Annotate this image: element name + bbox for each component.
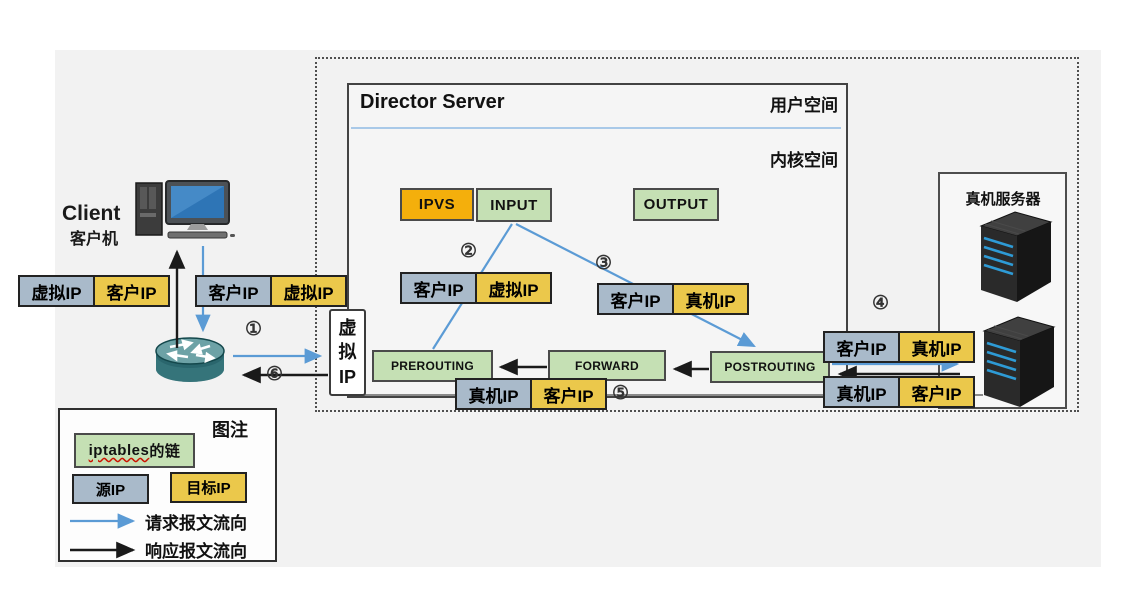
source-ip-cell: 客户IP: [597, 283, 674, 315]
dest-ip-cell: 真机IP: [672, 283, 749, 315]
legend-chain-suffix: 的链: [149, 443, 181, 460]
step-4-marker: ④: [872, 293, 890, 314]
client-computer-icon: [135, 180, 235, 239]
legend-source-ip-box: 源IP: [72, 474, 149, 504]
kernel-space-label: 内核空间: [770, 151, 838, 170]
dest-ip-cell: 真机IP: [898, 331, 975, 363]
packet-label-from-realserver: 真机IP 客户IP: [823, 376, 975, 408]
dest-ip-cell: 虚拟IP: [475, 272, 552, 304]
packet-label-input-postrouting: 客户IP 真机IP: [597, 283, 749, 315]
user-kernel-divider-line: [351, 127, 841, 129]
real-server-icon: [982, 316, 1056, 407]
postrouting-chain-box: POSTROUTING: [710, 351, 830, 383]
source-ip-cell: 真机IP: [455, 378, 532, 410]
user-space-label: 用户空间: [770, 96, 838, 115]
dest-ip-cell: 客户IP: [530, 378, 607, 410]
dest-ip-cell: 客户IP: [898, 376, 975, 408]
output-chain-box: OUTPUT: [633, 188, 719, 221]
ipvs-box: IPVS: [400, 188, 474, 221]
step-1-marker: ①: [245, 319, 263, 340]
legend-response-flow-label: 响应报文流向: [145, 542, 247, 561]
packet-label-client-request: 客户IP 虚拟IP: [195, 275, 347, 307]
packet-label-to-realserver: 客户IP 真机IP: [823, 331, 975, 363]
source-ip-cell: 客户IP: [823, 331, 900, 363]
packet-label-client-response: 虚拟IP 客户IP: [18, 275, 170, 307]
step-5-marker: ⑤: [612, 383, 630, 404]
virtual-ip-char: 拟: [338, 342, 357, 363]
legend-request-flow-label: 请求报文流向: [145, 514, 247, 533]
director-server-title: Director Server: [360, 91, 505, 113]
forward-chain-box: FORWARD: [548, 350, 666, 381]
dest-ip-cell: 客户IP: [93, 275, 170, 307]
packet-label-prerouting-input: 客户IP 虚拟IP: [400, 272, 552, 304]
director-outer-dashed-boundary: [315, 57, 1079, 412]
step-6-marker: ⑥: [266, 364, 284, 385]
real-server-icon: [979, 211, 1053, 302]
legend-iptables-text: iptables: [88, 442, 150, 459]
source-ip-cell: 客户IP: [195, 275, 272, 307]
client-subtitle: 客户机: [70, 231, 119, 248]
input-chain-box: INPUT: [476, 188, 552, 222]
step-2-marker: ②: [460, 241, 478, 262]
legend-dest-ip-box: 目标IP: [170, 472, 247, 503]
packet-label-bottom-response: 真机IP 客户IP: [455, 378, 607, 410]
source-ip-cell: 客户IP: [400, 272, 477, 304]
virtual-ip-box: 虚 拟 IP: [329, 309, 366, 396]
virtual-ip-char: IP: [338, 366, 356, 387]
virtual-ip-char: 虚: [338, 318, 357, 339]
legend-title: 图注: [212, 420, 248, 440]
real-server-title: 真机服务器: [965, 191, 1041, 208]
source-ip-cell: 虚拟IP: [18, 275, 95, 307]
router-icon: [155, 337, 225, 382]
step-3-marker: ③: [595, 253, 613, 274]
client-title: Client: [62, 202, 121, 225]
prerouting-chain-box: PREROUTING: [372, 350, 493, 382]
source-ip-cell: 真机IP: [823, 376, 900, 408]
dest-ip-cell: 虚拟IP: [270, 275, 347, 307]
